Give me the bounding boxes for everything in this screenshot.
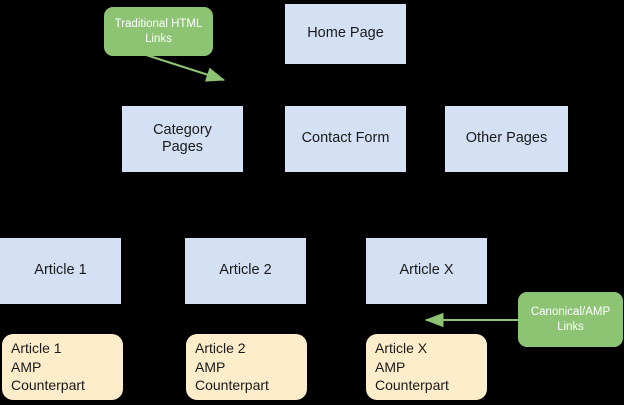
node-article-2-amp-counterpart[interactable]: Article 2 AMP Counterpart bbox=[186, 334, 307, 400]
node-article-2-amp-text: Article 2 AMP Counterpart bbox=[195, 339, 269, 395]
callout-line-1: Canonical/AMP bbox=[530, 306, 611, 319]
callout-canonical-amp-links: Canonical/AMP Links bbox=[518, 292, 623, 347]
node-category-pages[interactable]: Category Pages bbox=[122, 106, 243, 172]
amp-line-1: Article 1 bbox=[11, 339, 62, 356]
amp-line-3: Counterpart bbox=[11, 377, 85, 394]
callout-line-1: Traditional HTML bbox=[114, 18, 203, 31]
amp-line-2: AMP bbox=[11, 358, 42, 375]
callout-line-2: Links bbox=[145, 32, 172, 45]
node-article-1-amp-counterpart[interactable]: Article 1 AMP Counterpart bbox=[2, 334, 123, 400]
amp-line-3: Counterpart bbox=[375, 377, 449, 394]
node-article-1-label: Article 1 bbox=[34, 262, 87, 279]
node-category-pages-label: Category Pages bbox=[153, 122, 212, 156]
amp-line-2: AMP bbox=[375, 358, 406, 375]
node-article-1[interactable]: Article 1 bbox=[0, 238, 121, 304]
callout-canonical-amp-links-text: Canonical/AMP Links bbox=[531, 305, 610, 333]
node-article-2[interactable]: Article 2 bbox=[185, 238, 306, 304]
node-article-1-amp-text: Article 1 AMP Counterpart bbox=[11, 339, 85, 395]
arrow-traditional-html-links bbox=[142, 53, 226, 82]
node-other-pages-label: Other Pages bbox=[465, 130, 548, 147]
callout-line-2: Links bbox=[557, 320, 584, 333]
node-article-x-amp-text: Article X AMP Counterpart bbox=[375, 339, 449, 395]
callout-traditional-html-links: Traditional HTML Links bbox=[104, 7, 213, 56]
node-home-page-label: Home Page bbox=[307, 25, 384, 42]
amp-line-3: Counterpart bbox=[195, 377, 269, 394]
node-article-x[interactable]: Article X bbox=[366, 238, 487, 304]
amp-line-1: Article X bbox=[375, 339, 428, 356]
node-contact-form-label: Contact Form bbox=[301, 130, 390, 147]
node-article-x-label: Article X bbox=[399, 262, 454, 279]
node-category-pages-line-2: Pages bbox=[161, 139, 204, 155]
amp-line-1: Article 2 bbox=[195, 339, 246, 356]
callout-traditional-html-links-text: Traditional HTML Links bbox=[115, 17, 203, 45]
node-article-x-amp-counterpart[interactable]: Article X AMP Counterpart bbox=[366, 334, 487, 400]
node-category-pages-line-1: Category bbox=[153, 121, 212, 138]
node-other-pages[interactable]: Other Pages bbox=[445, 106, 568, 172]
amp-line-2: AMP bbox=[195, 358, 226, 375]
node-contact-form[interactable]: Contact Form bbox=[285, 106, 406, 172]
node-home-page[interactable]: Home Page bbox=[285, 4, 406, 64]
node-article-2-label: Article 2 bbox=[219, 262, 272, 279]
